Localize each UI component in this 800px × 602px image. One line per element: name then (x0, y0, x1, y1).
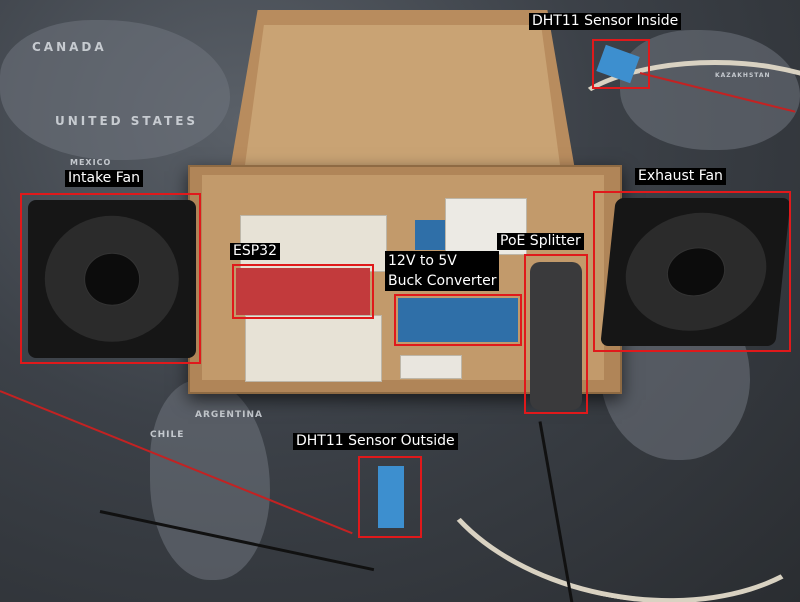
esp32-highlight-box (232, 264, 374, 319)
dht11-outside-highlight-box (358, 456, 422, 538)
esp32-label: ESP32 (230, 243, 280, 260)
esp32-board (236, 268, 370, 315)
terminal-block (400, 355, 462, 379)
poe-splitter-highlight-box (524, 254, 588, 414)
relay-module (415, 220, 445, 250)
exhaust-fan-label: Exhaust Fan (635, 168, 726, 185)
buck-converter-highlight-box (394, 294, 522, 346)
exhaust-fan-highlight-box (593, 191, 791, 352)
buck-converter-board (398, 298, 518, 342)
map-label-mexico: MEXICO (70, 158, 112, 167)
map-label-canada: CANADA (32, 40, 107, 54)
map-label-argentina: ARGENTINA (195, 410, 263, 420)
dht11-inside-label: DHT11 Sensor Inside (529, 13, 682, 30)
dht11-inside-highlight-box (592, 39, 650, 89)
ethernet-cable-top (560, 60, 800, 190)
dht11-outside-label: DHT11 Sensor Outside (293, 433, 458, 450)
map-label-united-states: UNITED STATES (55, 114, 199, 128)
poe-splitter-label: PoE Splitter (497, 233, 584, 250)
breadboard-bottom (245, 315, 382, 382)
poe-splitter-device (530, 262, 582, 410)
intake-fan-device (28, 200, 196, 358)
box-lid-inner (245, 25, 560, 165)
map-north-america (0, 20, 230, 160)
buck-converter-label: 12V to 5V Buck Converter (385, 251, 500, 291)
dht11-outside-device (378, 466, 404, 528)
map-label-chile: CHILE (150, 430, 185, 440)
map-south-america (150, 380, 270, 580)
intake-fan-label: Intake Fan (65, 170, 143, 187)
intake-fan-highlight-box (20, 193, 201, 364)
